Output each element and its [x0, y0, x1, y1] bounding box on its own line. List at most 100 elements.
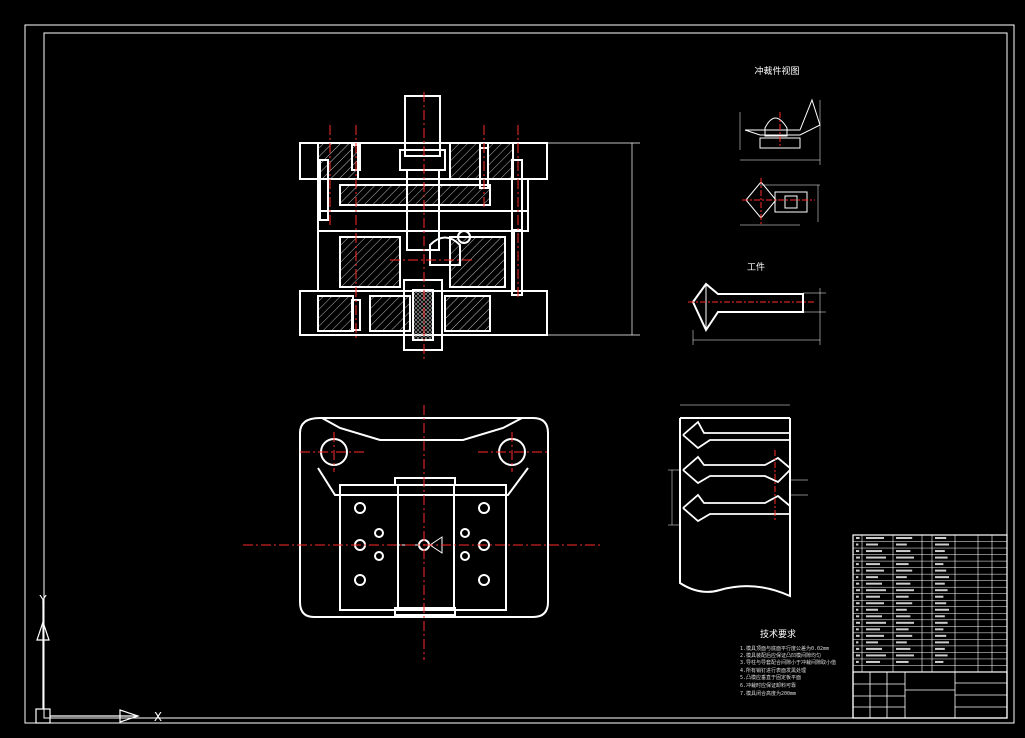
workpiece-title: 工件: [747, 261, 765, 273]
parts-list-rows: [853, 541, 1007, 666]
strip-layout[interactable]: [679, 417, 791, 598]
parts-list-cell-mark: [935, 537, 947, 539]
front-section-view[interactable]: [299, 95, 548, 351]
parts-list-cell-mark: [935, 543, 949, 546]
parts-list-cell-mark: [896, 634, 913, 637]
parts-list-cell-mark: [866, 621, 886, 624]
parts-list-cell-mark: [896, 660, 909, 663]
parts-list-cell-mark: [866, 537, 884, 539]
parts-list-cell-mark: [896, 589, 914, 592]
parts-list-cell-marks: [856, 537, 949, 663]
ucs-icon[interactable]: [35, 600, 140, 724]
parts-list-cell-mark: [896, 550, 911, 553]
workpiece-dimensions: [692, 288, 826, 345]
front-view-dimension: [547, 142, 640, 336]
parts-list-cell-mark: [866, 595, 880, 598]
front-view-centerlines: [329, 92, 519, 360]
parts-list-cell-mark: [856, 615, 860, 618]
parts-list-cell-mark: [935, 608, 949, 611]
note-line: 7.模具闭合高度为200mm: [740, 690, 796, 697]
parts-list-cell-mark: [866, 654, 886, 657]
parts-list-cell-mark: [896, 615, 911, 618]
parts-list-cell-mark: [866, 589, 886, 592]
parts-list-cell-mark: [896, 602, 913, 605]
parts-list-cell-mark: [866, 634, 884, 637]
note-line: 2.模具装配后应保证凸凹模间隙均匀: [740, 652, 821, 659]
parts-list-cell-mark: [866, 563, 880, 566]
parts-list-cell-mark: [866, 582, 882, 585]
parts-list-cell-mark: [856, 602, 860, 605]
parts-list-cell-mark: [896, 621, 914, 624]
parts-list-cell-mark: [896, 556, 914, 559]
parts-list-cell-mark: [935, 634, 947, 637]
parts-list-cell-mark: [856, 543, 859, 546]
parts-list-cell-mark: [896, 569, 913, 572]
parts-list-cell-mark: [935, 621, 948, 624]
parts-list-cell-mark: [866, 602, 884, 605]
parts-list-cell-mark: [935, 602, 947, 605]
parts-list-cell-mark: [856, 628, 859, 631]
parts-list-cell-mark: [896, 537, 913, 539]
parts-list-cell-mark: [856, 647, 860, 650]
parts-list-cell-mark: [935, 615, 945, 618]
sheet-border: [24, 24, 1015, 724]
parts-list-cell-mark: [896, 628, 909, 631]
parts-list-cell-mark: [856, 563, 859, 566]
parts-list-cell-mark: [866, 556, 886, 559]
parts-list-cell-mark: [866, 628, 880, 631]
parts-list-cell-mark: [896, 654, 914, 657]
note-line: 1.模具顶面与底面平行度公差为0.02mm: [740, 645, 829, 652]
parts-list-cell-mark: [935, 563, 944, 566]
note-line: 4.所有销钉进行表面发黑处理: [740, 667, 806, 674]
part-head-detail[interactable]: [740, 181, 820, 226]
parts-list-cell-mark: [856, 641, 859, 644]
parts-list-cell-mark: [856, 582, 860, 585]
parts-list-cell-mark: [866, 660, 880, 663]
parts-list-cell-mark: [866, 576, 878, 579]
parts-list-cell-mark: [856, 569, 860, 572]
parts-list-cell-mark: [856, 660, 859, 663]
parts-list-cell-mark: [896, 576, 907, 579]
note-line: 5.凸模应垂直于固定板平面: [740, 674, 801, 681]
parts-list-cell-mark: [935, 660, 944, 663]
parts-list-cell-mark: [866, 647, 882, 650]
parts-list-cell-mark: [856, 595, 859, 598]
parts-list-cell-mark: [935, 576, 949, 579]
parts-list-cell-mark: [866, 550, 882, 553]
parts-list-cell-mark: [866, 641, 878, 644]
parts-list-cell-mark: [935, 569, 947, 572]
parts-list-cell-mark: [935, 595, 944, 598]
strip-layout-dimensions: [668, 404, 808, 526]
parts-list-cell-mark: [856, 589, 860, 592]
plan-view-centerlines: [243, 405, 603, 660]
notes-title: 技术要求: [760, 628, 796, 640]
ucs-y-label: Y: [38, 593, 47, 607]
parts-list-cell-mark: [935, 550, 945, 553]
parts-list-cell-mark: [856, 556, 860, 559]
parts-list-cell-mark: [856, 537, 860, 539]
parts-list-cell-mark: [896, 563, 909, 566]
parts-list-cell-mark: [856, 634, 860, 637]
parts-list-cell-mark: [856, 654, 860, 657]
parts-list-cell-mark: [896, 595, 909, 598]
note-line: 6.冲裁时应保证卸料可靠: [740, 682, 796, 689]
ucs-x-label: X: [154, 710, 162, 724]
parts-list-cell-mark: [935, 628, 944, 631]
parts-list-cell-mark: [856, 608, 859, 611]
parts-list-cell-mark: [935, 654, 948, 657]
title-block[interactable]: [852, 671, 1008, 719]
part-view-title: 冲裁件视图: [754, 65, 799, 77]
note-line: 3.导柱与导套配合间隙小于冲裁间隙取小值: [740, 659, 836, 666]
parts-list-cell-mark: [896, 647, 911, 650]
technical-notes: 1.模具顶面与底面平行度公差为0.02mm 2.模具装配后应保证凸凹模间隙均匀 …: [740, 645, 836, 697]
parts-list-cell-mark: [896, 582, 911, 585]
parts-list-cell-mark: [866, 608, 878, 611]
parts-list-cell-mark: [866, 543, 878, 546]
parts-list-cell-mark: [896, 641, 907, 644]
parts-list-cell-mark: [856, 576, 859, 579]
parts-list-cell-mark: [866, 569, 884, 572]
parts-list-cell-mark: [935, 582, 945, 585]
workpiece-view[interactable]: [691, 282, 804, 333]
parts-list-cell-mark: [935, 556, 948, 559]
